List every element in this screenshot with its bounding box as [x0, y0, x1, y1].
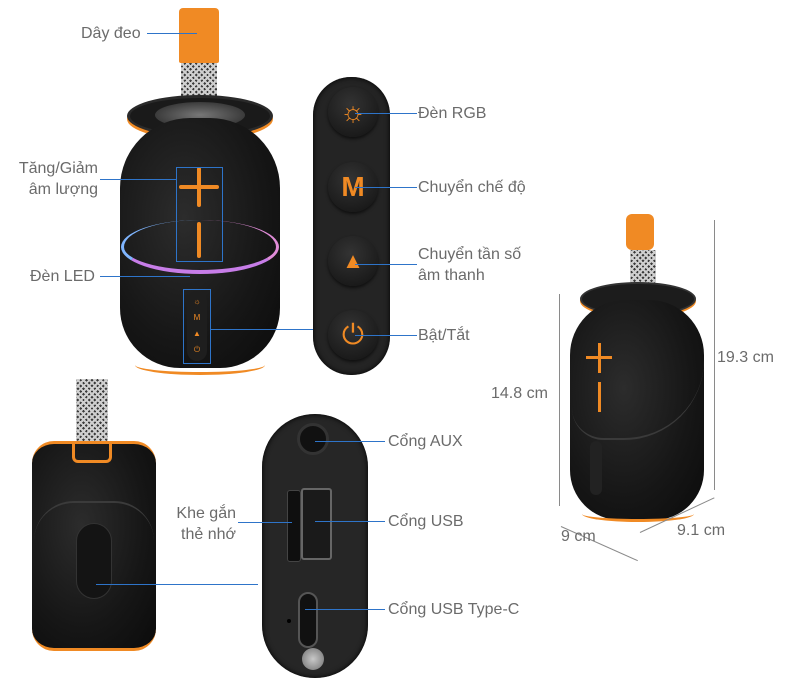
front-speaker: ☼M▲⏻: [115, 0, 285, 380]
usbc-port[interactable]: [298, 592, 318, 648]
dimension-speaker: [560, 210, 730, 530]
port-panel: [262, 414, 368, 678]
back-port-cover[interactable]: [76, 523, 112, 599]
dim-bottom-rim: [582, 506, 694, 522]
control-strip-highlight-box: [183, 289, 211, 364]
dim-strap-mesh: [630, 250, 656, 286]
eq-button[interactable]: ▲: [328, 236, 378, 286]
label-volume: Tăng/Giảm âm lượng: [18, 160, 98, 198]
mini-control-strip: [187, 291, 207, 361]
dim-line-total-height: [714, 220, 715, 490]
screw: [302, 648, 324, 670]
callout-rgb: [355, 113, 417, 114]
mode-m-icon: M: [341, 171, 365, 202]
dim-strap: [626, 214, 654, 250]
label-rgb: Đèn RGB: [418, 105, 487, 122]
dim-line-body-height: [559, 294, 560, 506]
dim-mini-strip: [590, 441, 602, 495]
sun-icon: ☼: [340, 96, 366, 127]
volume-highlight-box: [176, 167, 223, 262]
dim-height-total: 19.3 cm: [717, 349, 774, 366]
label-usb: Cổng USB: [388, 513, 464, 530]
callout-aux: [315, 441, 385, 442]
volume-plus-icon[interactable]: [179, 167, 219, 207]
callout-usbc: [305, 609, 385, 610]
power-icon: ⏻: [341, 319, 365, 350]
dim-plus-v: [598, 343, 601, 373]
dim-depth: 9.1 cm: [677, 522, 726, 539]
callout-strap: [147, 33, 197, 34]
callout-volume: [100, 179, 176, 180]
back-speaker: [28, 375, 168, 665]
label-aux: Cổng AUX: [388, 433, 463, 450]
callout-sd: [238, 522, 292, 523]
callout-power: [355, 335, 417, 336]
strap-mesh: [181, 63, 217, 98]
callout-eq: [355, 264, 417, 265]
label-mode: Chuyển chế độ: [418, 179, 526, 196]
label-strap: Dây đeo: [81, 25, 141, 42]
back-strap-notch: [72, 441, 112, 463]
label-power: Bật/Tắt: [418, 327, 470, 344]
sd-slot[interactable]: [287, 490, 301, 562]
dim-width: 9 cm: [561, 528, 596, 545]
led-ring: [121, 220, 279, 274]
bottom-rim: [135, 355, 265, 375]
dim-minus: [598, 382, 601, 412]
label-usbc: Cổng USB Type-C: [388, 601, 520, 618]
usb-port[interactable]: [301, 488, 332, 560]
strap-orange: [179, 8, 219, 63]
mini-icons: ☼M▲⏻: [193, 297, 201, 354]
label-led: Đèn LED: [30, 268, 95, 285]
volume-minus-icon[interactable]: [197, 222, 201, 258]
label-eq: Chuyển tần số âm thanh: [418, 246, 522, 284]
callout-port-cover: [96, 584, 258, 585]
aux-port[interactable]: [297, 423, 329, 455]
back-panel-curve: [34, 501, 154, 541]
callout-usb: [315, 521, 385, 522]
label-sd: Khe gắn thẻ nhớ: [176, 505, 236, 543]
rgb-button[interactable]: ☼: [328, 87, 378, 137]
tree-icon: ▲: [342, 248, 364, 273]
callout-led: [100, 276, 190, 277]
dim-height-body: 14.8 cm: [491, 385, 548, 402]
callout-control-strip: [211, 329, 321, 330]
reset-hole: [287, 619, 291, 623]
callout-mode: [355, 187, 417, 188]
